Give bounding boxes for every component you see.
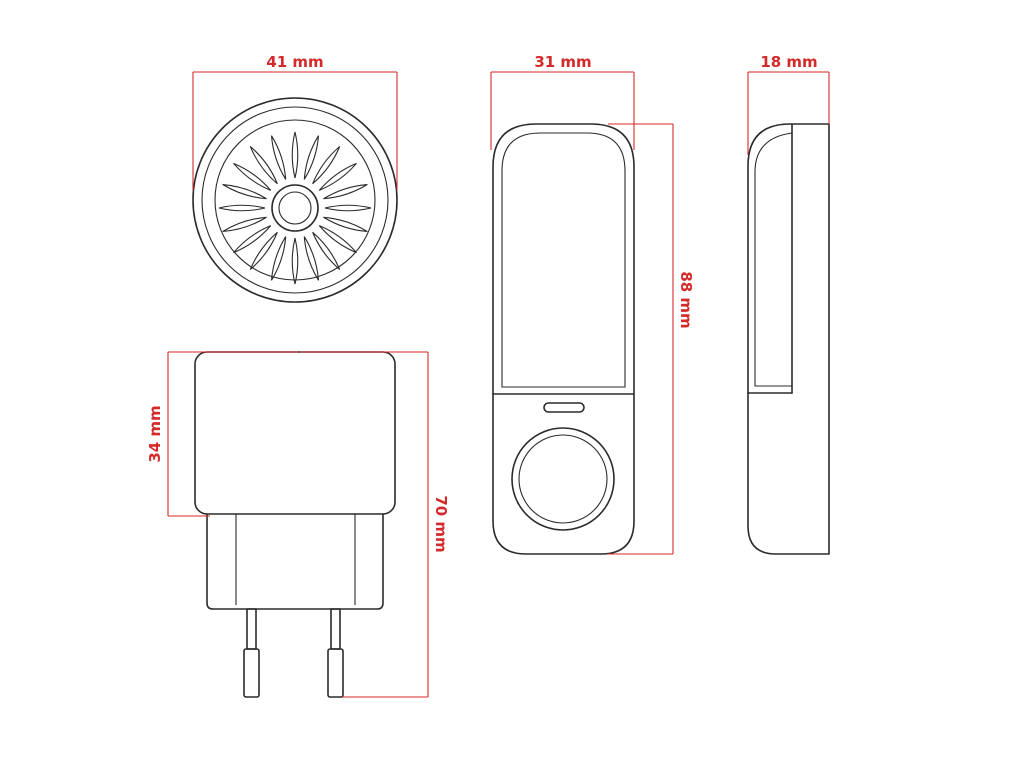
front-view-indicator-slot [543,402,585,413]
plug-body [194,351,396,515]
front-view-button-inner [518,434,608,524]
grille-petal [312,146,341,185]
grille-petal [291,131,299,179]
top-view-inner-ring [201,106,389,294]
grille-petal [270,135,287,180]
side-view-body [747,123,830,555]
grille-petal [303,135,320,180]
grille-petal [323,216,368,233]
grille-petal [324,204,372,212]
plug-left-pin [243,608,260,698]
dimension-label-34mm: 34 mm [146,405,164,462]
top-view-center-button-outer [271,184,319,232]
top-view-grille-ring [214,119,376,281]
top-view-center-button-inner [278,191,312,225]
grille-petal [222,216,267,233]
grille-petal [222,183,267,200]
dimension-front-width: 31 mm [490,53,635,150]
grille-petal [233,225,272,254]
side-view-light-panel [754,132,793,387]
grille-petal [249,146,278,185]
dimension-label-31mm: 31 mm [534,53,591,71]
front-view [492,123,635,555]
dimension-top-width: 41 mm [192,53,398,190]
grille-petal [291,237,299,285]
grille-petal [233,162,272,191]
dimension-label-18mm: 18 mm [760,53,817,71]
grille-petal [249,231,278,270]
grille-petal [318,162,357,191]
plug-view [194,351,396,698]
grille-petal [303,236,320,281]
side-view [747,123,830,555]
dimension-total-height: 70 mm [300,351,450,698]
dimension-label-70mm: 70 mm [432,495,450,552]
dimension-side-width: 18 mm [747,53,830,155]
dimension-label-88mm: 88 mm [677,271,695,328]
front-view-button-outer [511,427,615,531]
top-view-outer-ring [192,97,398,303]
dimension-body-height: 34 mm [146,351,298,517]
grille-petal [318,225,357,254]
plug-right-pin [327,608,344,698]
plug-base [206,513,384,610]
grille-petals [218,131,372,285]
top-view [192,97,398,303]
grille-petal [218,204,266,212]
front-view-light-panel [501,132,626,388]
front-view-body [492,123,635,555]
grille-petal [312,231,341,270]
dimension-front-height: 88 mm [608,123,695,555]
dimension-label-41mm: 41 mm [266,53,323,71]
grille-petal [270,236,287,281]
grille-petal [323,183,368,200]
